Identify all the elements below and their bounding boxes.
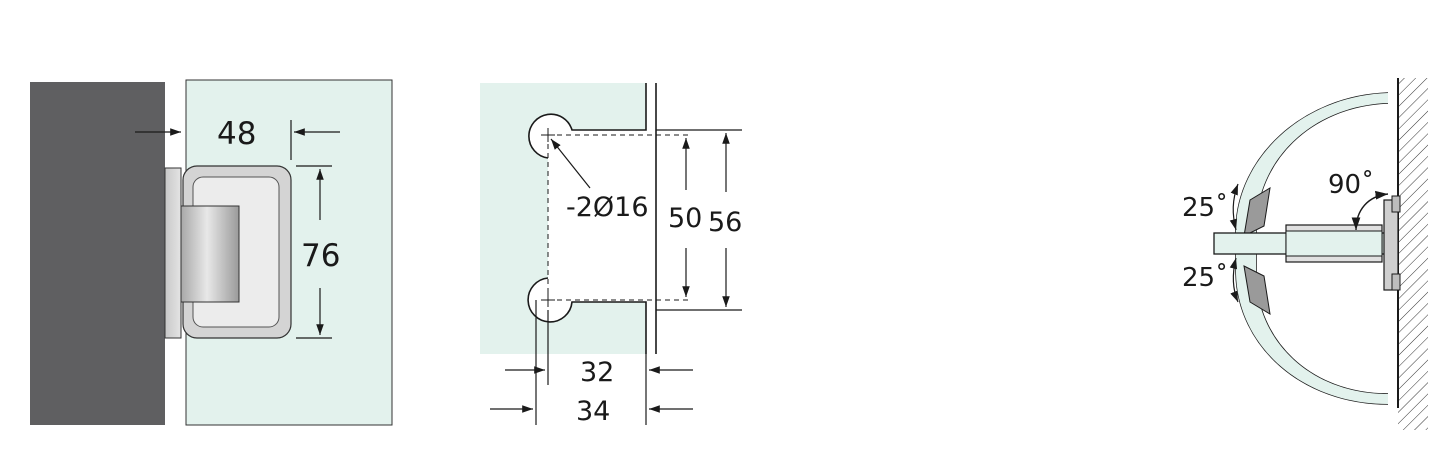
glass-lower-swing-position — [1243, 265, 1271, 315]
hinge-clamp-inner — [1285, 230, 1383, 257]
dim-label-32: 32 — [580, 357, 614, 388]
view-glass-cutout: -2Ø16 50 56 32 34 — [480, 83, 742, 427]
angle-label-90: 90˚ — [1328, 170, 1374, 200]
dim-label-76: 76 — [301, 238, 340, 274]
dim-label-50: 50 — [668, 203, 702, 234]
wall — [30, 82, 165, 425]
hole-centerlines — [547, 134, 692, 301]
cutout-outline — [527, 83, 647, 354]
angle-90-indicator — [1351, 190, 1389, 231]
glass-upper-swing-position — [1243, 187, 1271, 237]
hinge-pivot-cylinder — [180, 205, 240, 303]
wall-bracket-lip-top — [1391, 195, 1401, 213]
glass-cutout-shape — [480, 83, 646, 354]
dimension-76 — [296, 165, 332, 339]
angle-label-25-upper: 25˚ — [1182, 193, 1228, 223]
wall-mount-plate — [164, 167, 182, 339]
wall-bracket-lip-bottom — [1391, 273, 1401, 291]
leader-hole-diameter — [550, 138, 591, 189]
dimension-56 — [656, 129, 742, 311]
wall-hatched — [1398, 78, 1428, 430]
dim-label-34: 34 — [576, 396, 610, 427]
angle-label-25-lower: 25˚ — [1182, 263, 1228, 293]
view-plan-swing: 90˚ 25˚ 25˚ — [1182, 78, 1428, 430]
angle-25-lower-indicator — [1229, 257, 1239, 303]
dimension-32-34 — [490, 300, 693, 425]
dim-label-48: 48 — [217, 116, 256, 152]
dim-label-holes: -2Ø16 — [566, 192, 649, 223]
dimension-48 — [135, 120, 340, 160]
hole-center-marks — [541, 128, 555, 307]
angle-25-upper-indicator — [1229, 183, 1239, 231]
view-front-elevation: 48 76 — [30, 79, 393, 426]
hinge-body — [164, 165, 292, 339]
dim-label-56: 56 — [708, 207, 742, 238]
